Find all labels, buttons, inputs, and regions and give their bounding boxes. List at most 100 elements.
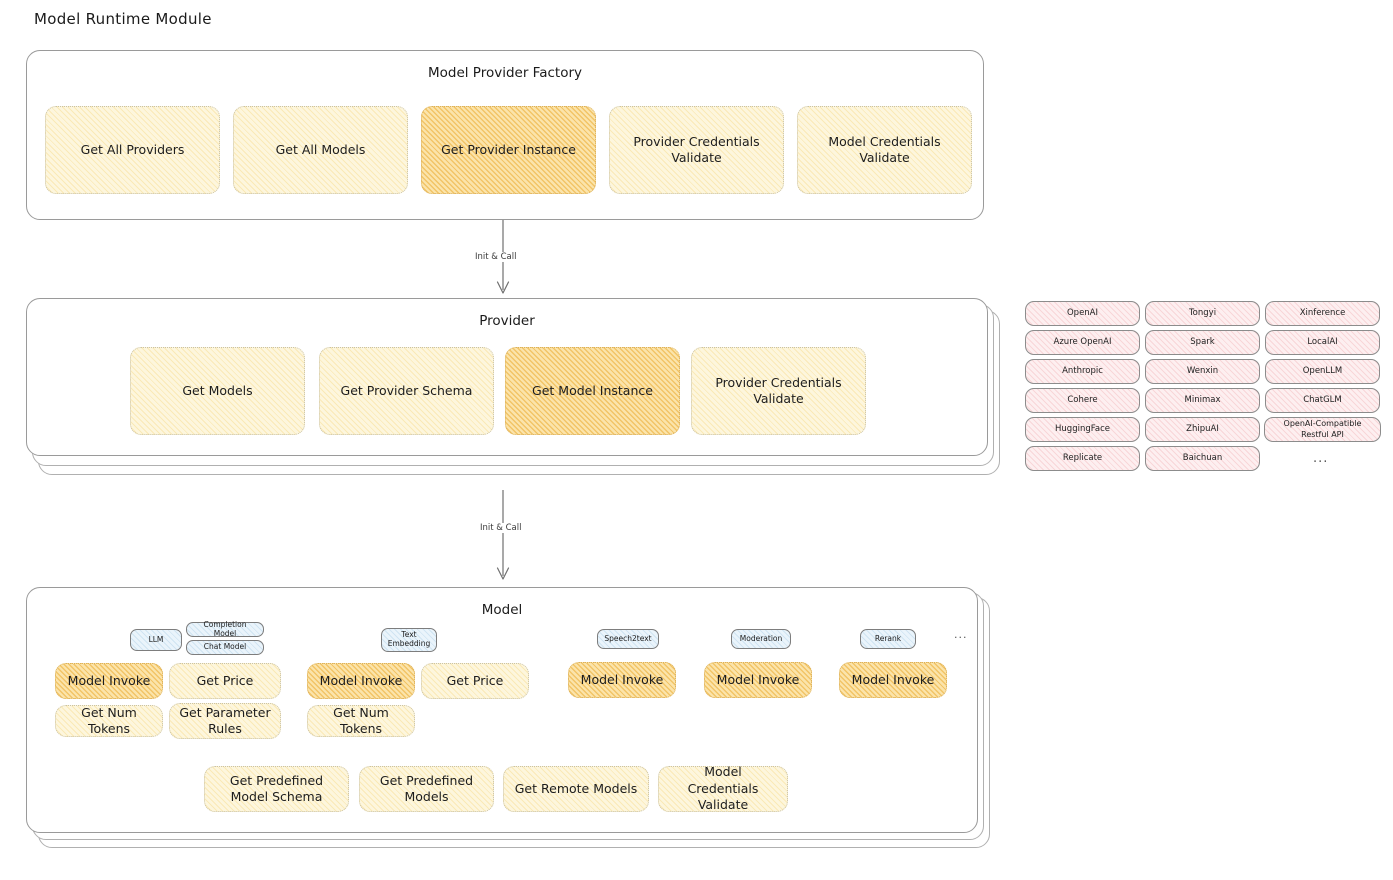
provider-chip-openai-compatible-restful-api[interactable]: OpenAI-Compatible Restful API [1264,417,1381,442]
chip-label: OpenAI [1066,307,1099,318]
page-title: Model Runtime Module [34,10,212,28]
chip-label: OpenLLM [1302,365,1343,376]
provider-chip-wenxin[interactable]: Wenxin [1145,359,1260,384]
node-label: Provider Credentials Validate [715,374,842,407]
node-provider-credentials-validate-2[interactable]: Provider Credentials Validate [691,347,866,435]
badge-label: Speech2text [604,633,652,643]
provider-chip-xinference[interactable]: Xinference [1265,301,1380,326]
badge-text-embedding[interactable]: Text Embedding [381,628,437,652]
provider-chip-huggingface[interactable]: HuggingFace [1025,417,1140,442]
node-label: Get Models [182,382,253,398]
connector-2-label: Init & Call [477,523,525,533]
node-get-remote-models[interactable]: Get Remote Models [503,766,649,812]
node-model-credentials-validate[interactable]: Model Credentials Validate [797,106,972,194]
badge-label: LLM [148,634,164,644]
connector-1-label: Init & Call [472,252,520,262]
node-label: Get All Providers [80,141,185,157]
badge-llm[interactable]: LLM [130,629,182,651]
badge-chat-model[interactable]: Chat Model [186,640,264,655]
provider-chip-cohere[interactable]: Cohere [1025,388,1140,413]
provider-chip-zhipuai[interactable]: ZhipuAI [1145,417,1260,442]
model-provider-factory-title: Model Provider Factory [427,65,582,81]
badge-rerank[interactable]: Rerank [860,629,916,649]
node-label: Model Invoke [580,671,664,687]
node-llm-model-invoke[interactable]: Model Invoke [55,663,163,699]
provider-chip-localai[interactable]: LocalAI [1265,330,1380,355]
node-get-predefined-model-schema[interactable]: Get Predefined Model Schema [204,766,349,812]
provider-card: Provider Get Models Get Provider Schema … [26,298,988,456]
node-label: Get Model Instance [532,382,653,398]
node-get-all-providers[interactable]: Get All Providers [45,106,220,194]
node-label: Get All Models [275,141,366,157]
node-get-predefined-models[interactable]: Get Predefined Models [359,766,494,812]
node-rerank-model-invoke[interactable]: Model Invoke [839,662,947,698]
chip-label: HuggingFace [1055,423,1110,434]
chip-label: Cohere [1067,394,1098,405]
provider-chip-anthropic[interactable]: Anthropic [1025,359,1140,384]
badge-label: Text Embedding [387,630,431,648]
chip-label: Baichuan [1182,452,1223,463]
arrow-down-icon [496,490,510,580]
node-get-provider-instance[interactable]: Get Provider Instance [421,106,596,194]
badge-label: Rerank [874,633,902,643]
node-llm-get-price[interactable]: Get Price [169,663,281,699]
provider-chip-baichuan[interactable]: Baichuan [1145,446,1260,471]
model-title: Model [481,602,523,618]
node-text-embedding-get-price[interactable]: Get Price [421,663,529,699]
badge-label: Chat Model [203,642,247,652]
node-label: Model Credentials Validate [687,764,759,813]
node-get-models[interactable]: Get Models [130,347,305,435]
provider-chip-azure-openai[interactable]: Azure OpenAI [1025,330,1140,355]
provider-chip-list: OpenAI Azure OpenAI Anthropic Cohere Hug… [1025,301,1381,476]
node-label: Get Remote Models [514,780,638,796]
provider-chip-chatglm[interactable]: ChatGLM [1265,388,1380,413]
chip-label: OpenAI-Compatible Restful API [1283,418,1362,439]
chip-label: Spark [1190,336,1215,347]
chip-label: ChatGLM [1303,394,1342,405]
model-provider-factory-card: Model Provider Factory Get All Providers… [26,50,984,220]
badge-label: Moderation [739,633,783,643]
provider-chip-tongyi[interactable]: Tongyi [1145,301,1260,326]
chip-label: Xinference [1299,307,1346,318]
badge-completion-model[interactable]: Completion Model [186,620,264,637]
node-label: Get Predefined Models [379,772,474,805]
connector-provider-to-model [488,490,518,585]
node-model-credentials-validate-2[interactable]: Model Credentials Validate [658,764,788,813]
node-label: Model Credentials Validate [828,133,941,166]
node-llm-get-parameter-rules[interactable]: Get Parameter Rules [169,703,281,739]
chip-label: Azure OpenAI [1053,336,1112,347]
chip-label: Minimax [1184,394,1221,405]
node-label: Model Invoke [67,672,151,688]
node-speech2text-model-invoke[interactable]: Model Invoke [568,662,676,698]
node-label: Get Price [196,672,254,688]
node-get-provider-schema[interactable]: Get Provider Schema [319,347,494,435]
node-label: Get Provider Instance [441,141,576,157]
node-label: Model Invoke [851,671,935,687]
node-text-embedding-model-invoke[interactable]: Model Invoke [307,663,415,699]
badge-moderation[interactable]: Moderation [731,629,791,649]
provider-chip-minimax[interactable]: Minimax [1145,388,1260,413]
node-label: Get Price [446,672,504,688]
chip-label: LocalAI [1307,336,1338,347]
chip-label: ZhipuAI [1186,423,1219,434]
model-card: Model LLM Completion Model Chat Model Mo… [26,587,978,833]
node-get-model-instance[interactable]: Get Model Instance [505,347,680,435]
chip-label: Wenxin [1186,365,1219,376]
badge-speech2text[interactable]: Speech2text [597,629,659,649]
node-label: Get Parameter Rules [179,704,271,737]
provider-chip-openllm[interactable]: OpenLLM [1265,359,1380,384]
chip-label: Tongyi [1188,307,1217,318]
node-label: Get Predefined Model Schema [229,772,324,805]
node-text-embedding-get-num-tokens[interactable]: Get Num Tokens [307,705,415,737]
node-label: Get Num Tokens [81,704,137,737]
provider-chip-spark[interactable]: Spark [1145,330,1260,355]
node-provider-credentials-validate[interactable]: Provider Credentials Validate [609,106,784,194]
node-get-all-models[interactable]: Get All Models [233,106,408,194]
chip-label: Anthropic [1062,365,1103,376]
provider-chip-replicate[interactable]: Replicate [1025,446,1140,471]
chip-label: Replicate [1062,452,1103,463]
provider-chip-openai[interactable]: OpenAI [1025,301,1140,326]
node-llm-get-num-tokens[interactable]: Get Num Tokens [55,705,163,737]
node-moderation-model-invoke[interactable]: Model Invoke [704,662,812,698]
node-label: Model Invoke [716,671,800,687]
